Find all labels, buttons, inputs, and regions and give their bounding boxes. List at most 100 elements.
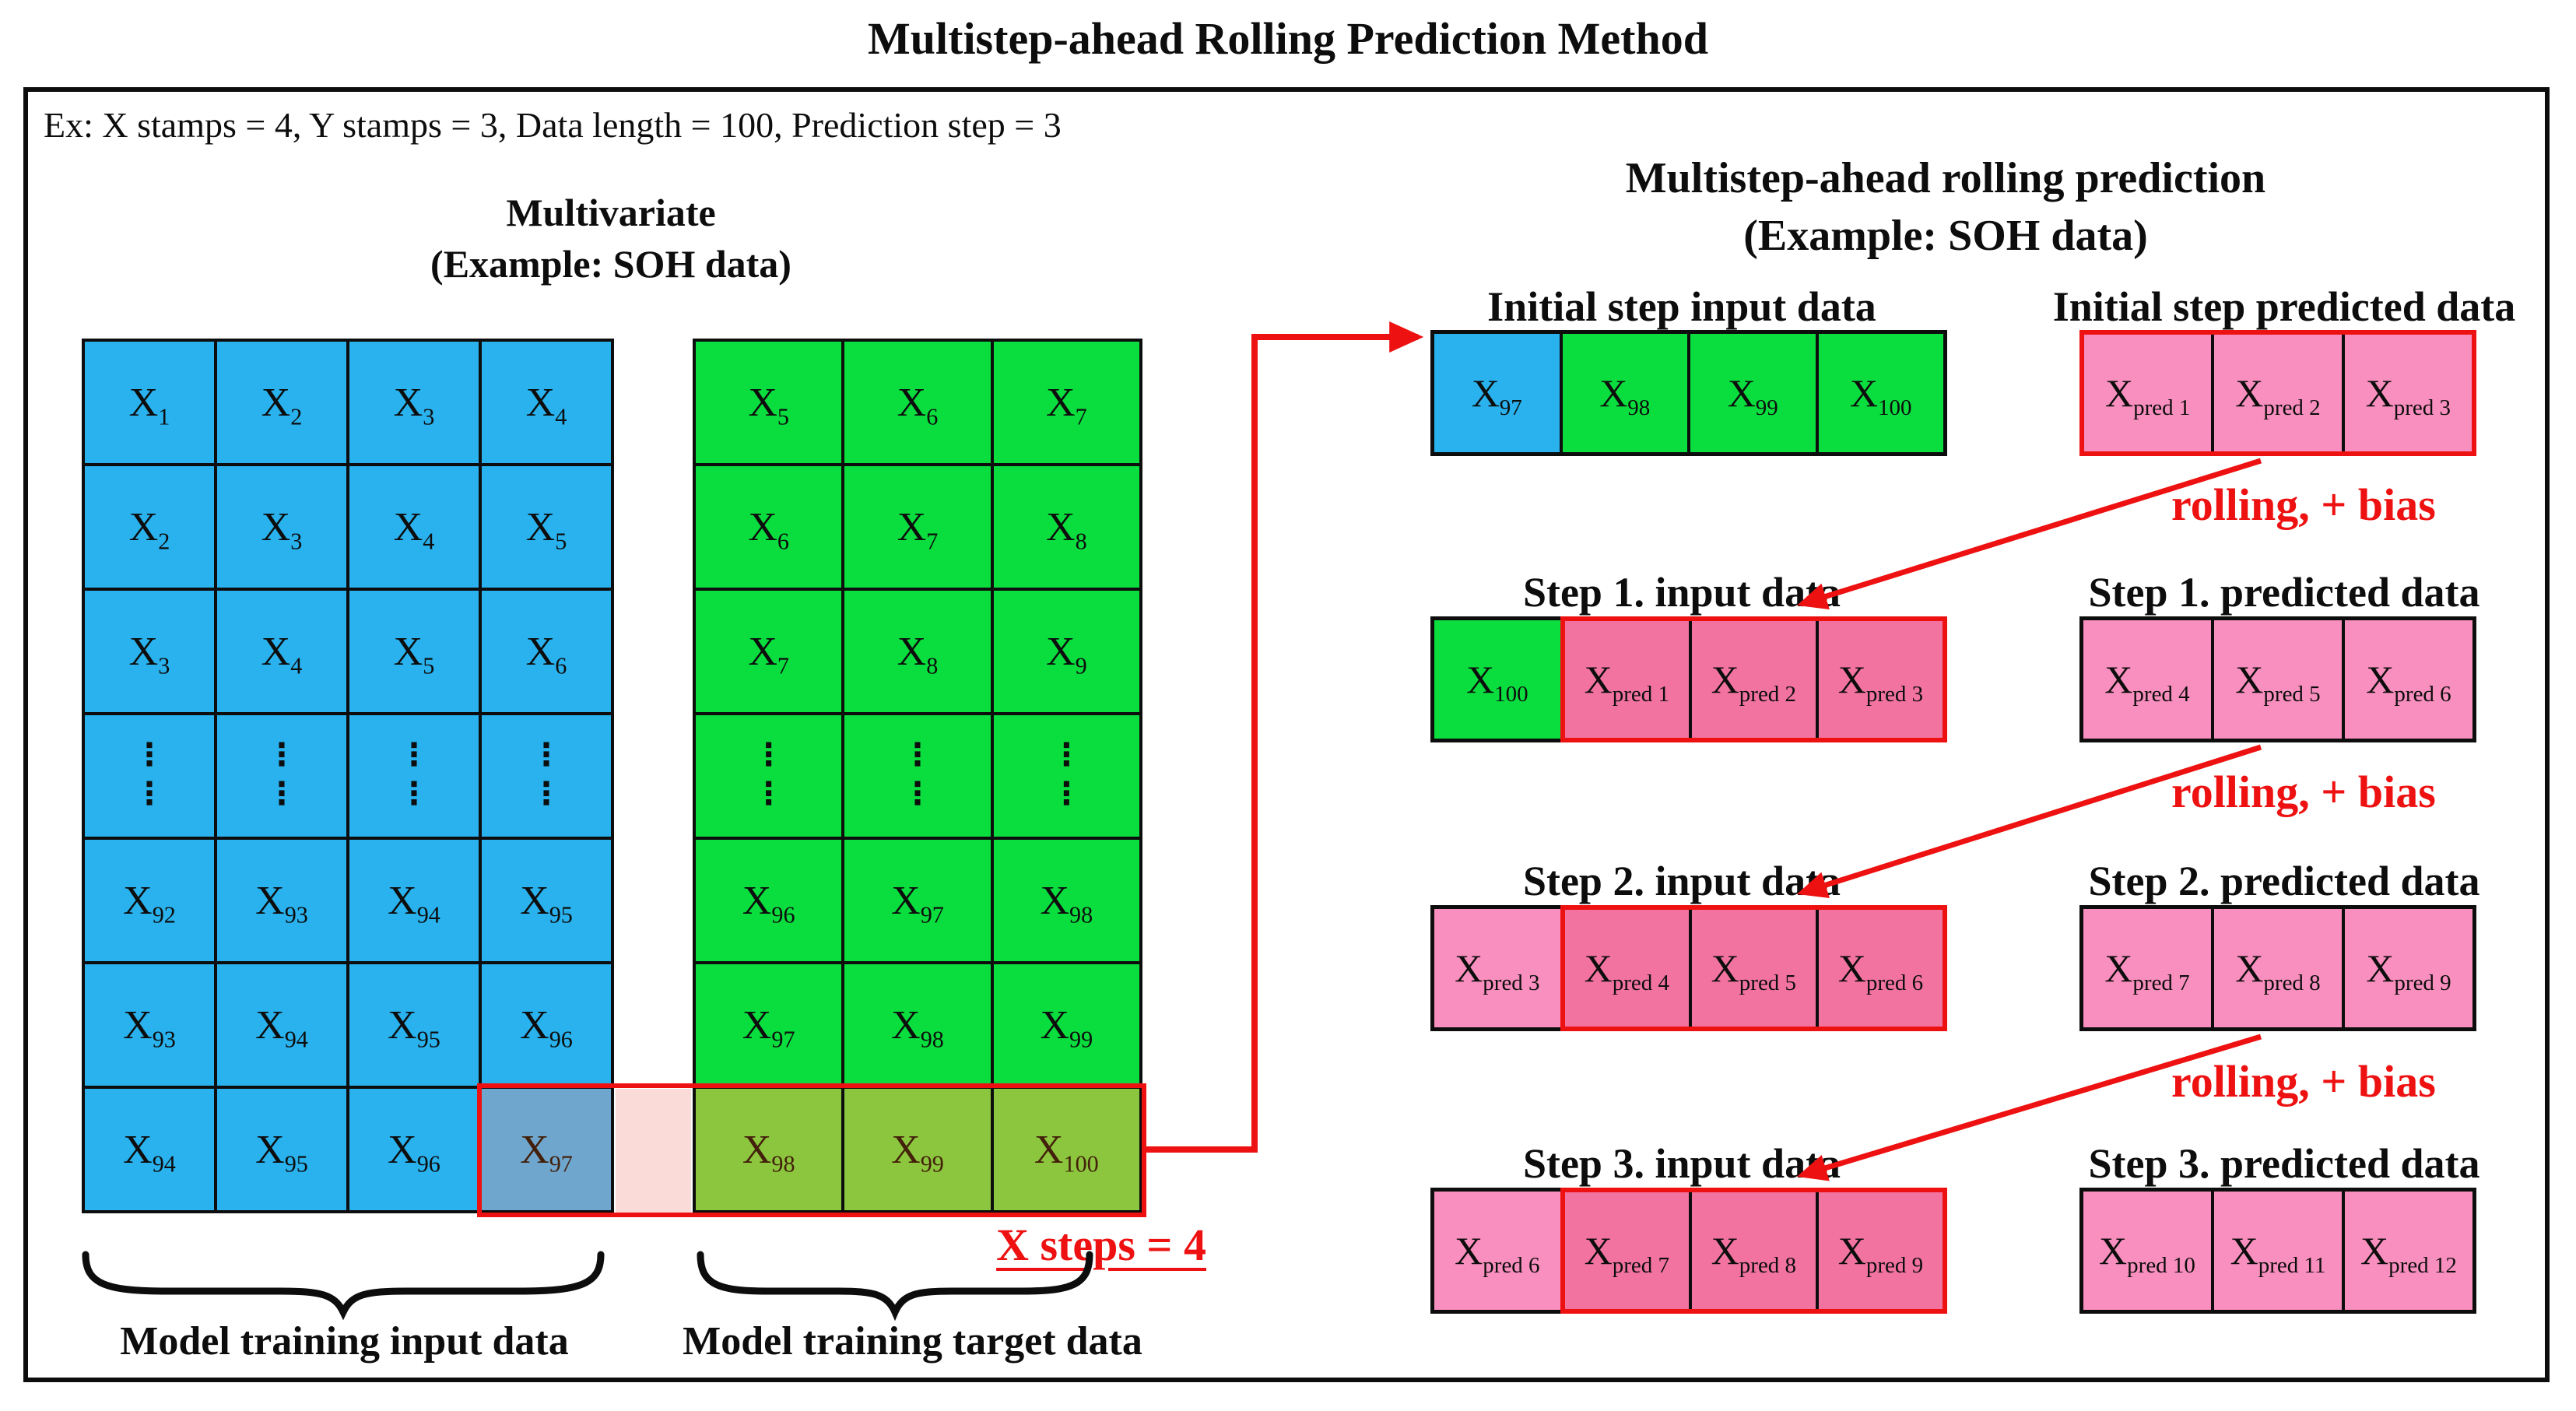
grid-cell: X7: [844, 466, 991, 588]
step1-input-strip: X100 Xpred 1 Xpred 2 Xpred 3: [1430, 616, 1947, 742]
cell-label: X96: [388, 1127, 440, 1177]
cell-label: X95: [388, 1002, 440, 1052]
cell-label: X97: [891, 878, 944, 928]
grid-cell: X98: [696, 1089, 842, 1210]
grid-cell: X6: [696, 466, 842, 588]
cell-label: X94: [255, 1002, 308, 1052]
model-training-input-label: Model training input data: [120, 1319, 569, 1364]
cell-label: X99: [1727, 371, 1778, 420]
step3-predicted-header: Step 3. predicted data: [2088, 1140, 2480, 1187]
cell-label: X98: [1599, 371, 1651, 420]
cell-label: Xpred 7: [2104, 946, 2190, 995]
left-section-title: Multivariate (Example: SOH data): [74, 187, 1148, 290]
red-group: Xpred 1 Xpred 2 Xpred 3: [1560, 616, 1947, 742]
cell-label: Xpred 11: [2230, 1229, 2326, 1278]
strip-cell: X100: [1434, 620, 1560, 739]
step2-predicted-header: Step 2. predicted data: [2088, 858, 2480, 904]
right-title-line1: Multistep-ahead rolling prediction: [1625, 154, 2266, 202]
cell-label: X4: [261, 629, 303, 679]
grid-cell: X96: [482, 964, 611, 1086]
strip-cell: Xpred 6: [1815, 910, 1943, 1027]
cell-label: X7: [897, 504, 939, 554]
grid-cell: X92: [85, 840, 214, 961]
cell-label: X94: [123, 1127, 176, 1177]
grid-cell: X6: [482, 591, 611, 712]
right-title-line2: (Example: SOH data): [1743, 212, 2148, 260]
cell-label: X4: [393, 504, 435, 554]
cell-label: Xpred 2: [1711, 658, 1797, 707]
cell-label: X97: [742, 1002, 795, 1052]
strip-cell: Xpred 8: [1688, 1192, 1816, 1309]
grid-cell: ⋮⋮: [482, 715, 611, 837]
grid-cell: ⋮⋮: [85, 715, 214, 837]
step3-input-strip: Xpred 6 Xpred 7 Xpred 8 Xpred 9: [1430, 1188, 1947, 1314]
cell-label: X3: [261, 504, 303, 554]
cell-label: X94: [388, 878, 440, 928]
grid-cell: X99: [993, 964, 1139, 1086]
cell-label: X1: [128, 380, 170, 430]
grid-cell: X5: [482, 466, 611, 588]
left-title-line1: Multivariate: [506, 191, 716, 234]
cell-label: Xpred 4: [2104, 658, 2190, 707]
cell-label: X6: [525, 629, 567, 679]
cell-label: Xpred 5: [2235, 658, 2321, 707]
cell-label: X7: [748, 629, 789, 679]
cell-label: X100: [1034, 1127, 1099, 1177]
rolling-bias-label-3: rolling, + bias: [2171, 1056, 2436, 1107]
right-section-title: Multistep-ahead rolling prediction (Exam…: [1588, 149, 2304, 265]
grid-cell: ⋮⋮: [993, 715, 1139, 837]
cell-label: X100: [1466, 658, 1528, 707]
cell-label: X95: [520, 878, 573, 928]
cell-label: Xpred 5: [1711, 946, 1797, 995]
grid-cell: X95: [217, 1089, 346, 1210]
cell-label: X96: [520, 1002, 573, 1052]
cell-label: Xpred 12: [2360, 1229, 2457, 1278]
grid-cell: X4: [349, 466, 479, 588]
x-steps-label: X steps = 4: [996, 1220, 1206, 1270]
cell-label: X7: [1046, 380, 1087, 430]
cell-label: X93: [255, 878, 308, 928]
cell-label: Xpred 1: [2104, 371, 2191, 420]
cell-label: X98: [742, 1127, 795, 1177]
cell-label: X8: [897, 629, 939, 679]
cell-label: X96: [742, 878, 795, 928]
cell-label: Xpred 2: [2235, 371, 2321, 420]
strip-cell: Xpred 7: [1564, 1192, 1689, 1309]
strip-cell: Xpred 12: [2342, 1192, 2472, 1310]
strip-cell: Xpred 4: [2083, 620, 2211, 739]
strip-cell: Xpred 9: [1815, 1192, 1943, 1309]
grid-cell: X8: [844, 591, 991, 712]
grid-cell: X3: [349, 342, 479, 463]
grid-cell: X1: [85, 342, 214, 463]
cell-label: Xpred 3: [1837, 658, 1924, 707]
strip-cell: Xpred 7: [2083, 909, 2211, 1027]
cell-label: X99: [891, 1127, 944, 1177]
step1-input-header: Step 1. input data: [1522, 569, 1841, 616]
strip-cell: Xpred 8: [2211, 909, 2342, 1027]
grid-cell: ⋮⋮: [349, 715, 479, 837]
strip-cell: Xpred 5: [1688, 910, 1816, 1027]
cell-label: X99: [1040, 1002, 1093, 1052]
cell-label: Xpred 9: [1837, 1229, 1924, 1278]
cell-label: Xpred 7: [1584, 1229, 1669, 1278]
grid-cell: X2: [217, 342, 346, 463]
cell-label: Xpred 9: [2366, 946, 2451, 995]
step3-input-header: Step 3. input data: [1522, 1140, 1841, 1187]
grid-cell: X93: [217, 840, 346, 961]
grid-cell: ⋮⋮: [844, 715, 991, 837]
grid-cell: X94: [349, 840, 479, 961]
grid-cell: X96: [349, 1089, 479, 1210]
cell-label: Xpred 6: [1455, 1229, 1540, 1278]
grid-cell: X2: [85, 466, 214, 588]
cell-label: X97: [1471, 371, 1522, 420]
cell-label: Xpred 4: [1584, 946, 1669, 995]
cell-label: Xpred 6: [1837, 946, 1924, 995]
strip-cell: Xpred 6: [1434, 1192, 1560, 1310]
cell-label: X5: [748, 380, 789, 430]
cell-label: Xpred 1: [1584, 658, 1669, 707]
